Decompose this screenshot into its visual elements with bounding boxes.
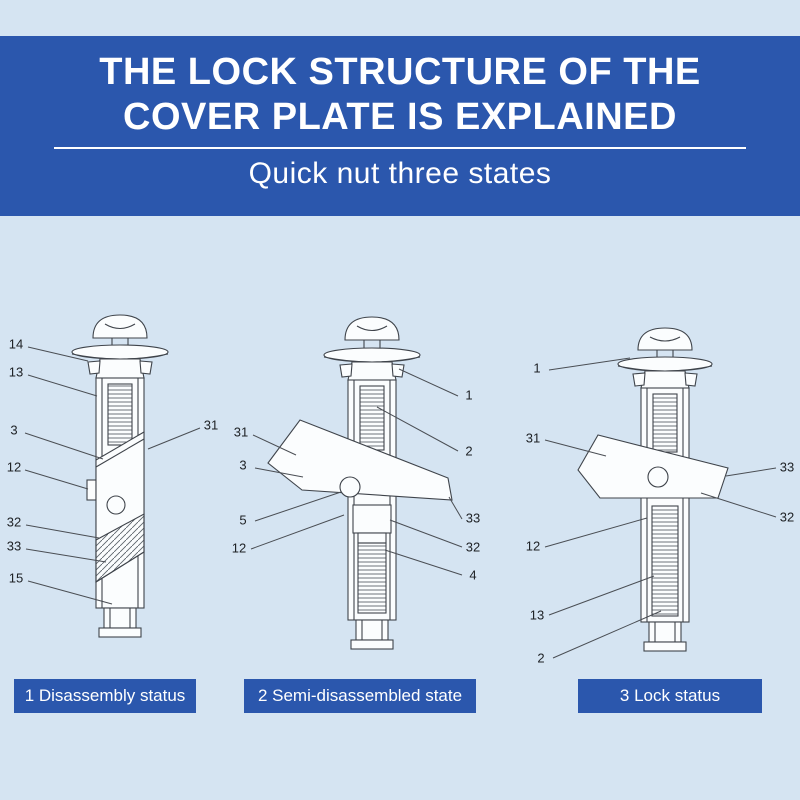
figure-2-semi-disassembled-drawing	[267, 316, 453, 650]
title-divider	[54, 146, 746, 149]
nut-block-icon	[352, 504, 392, 534]
callout-number-fig2-12: 12	[231, 540, 247, 556]
foot-icon	[648, 621, 682, 643]
pivot-hole-icon	[106, 495, 126, 515]
title-line-2: COVER PLATE IS EXPLAINED	[123, 95, 677, 138]
callout-number-fig1-33: 33	[6, 538, 22, 554]
pivot-hole-icon	[647, 466, 669, 488]
callout-number-fig1-15: 15	[8, 570, 24, 586]
callout-number-fig2-5: 5	[239, 512, 247, 528]
callout-number-fig3-1: 1	[533, 360, 541, 376]
pivot-hole-icon	[339, 476, 361, 498]
callout-number-fig3-2: 2	[537, 650, 545, 666]
callout-number-fig1-14: 14	[8, 336, 24, 352]
screw-head-icon	[92, 314, 148, 339]
callout-number-fig3-13: 13	[529, 607, 545, 623]
header-banner: THE LOCK STRUCTURE OF THE COVER PLATE IS…	[0, 36, 800, 216]
callout-number-fig2-31: 31	[233, 424, 249, 440]
foot-icon	[103, 607, 137, 629]
screw-head-icon	[344, 316, 400, 341]
subtitle: Quick nut three states	[248, 156, 552, 190]
foot-icon	[355, 619, 389, 641]
callout-number-fig1-32: 32	[6, 514, 22, 530]
callout-number-fig1-12: 12	[6, 459, 22, 475]
callout-number-fig3-12: 12	[525, 538, 541, 554]
figure-caption-1: 1 Disassembly status	[14, 679, 196, 713]
collar-icon	[640, 370, 690, 389]
figure-3-lock-status-drawing	[577, 327, 729, 652]
figure-1-disassembly-drawing	[71, 314, 169, 638]
side-tab-icon	[86, 479, 97, 501]
callout-number-fig3-31: 31	[525, 430, 541, 446]
spring-hatch-icon	[651, 505, 679, 617]
callout-number-fig2-3: 3	[239, 457, 247, 473]
collar-icon	[347, 361, 397, 381]
title-line-1: THE LOCK STRUCTURE OF THE	[99, 51, 701, 93]
collar-icon	[95, 358, 145, 379]
figure-caption-2: 2 Semi-disassembled state	[244, 679, 476, 713]
spring-hatch-icon	[357, 542, 387, 614]
figure-caption-3: 3 Lock status	[578, 679, 762, 713]
screw-head-icon	[637, 327, 693, 351]
cam-paddle-icon	[267, 419, 453, 501]
thread-section-icon	[107, 383, 133, 446]
spring-hatch-icon	[95, 513, 145, 583]
callout-number-fig1-13: 13	[8, 364, 24, 380]
callout-number-fig1-3: 3	[10, 422, 18, 438]
thread-section-icon	[359, 385, 385, 451]
page-title: THE LOCK STRUCTURE OF THE COVER PLATE IS…	[0, 36, 800, 140]
thread-section-icon	[652, 393, 678, 453]
